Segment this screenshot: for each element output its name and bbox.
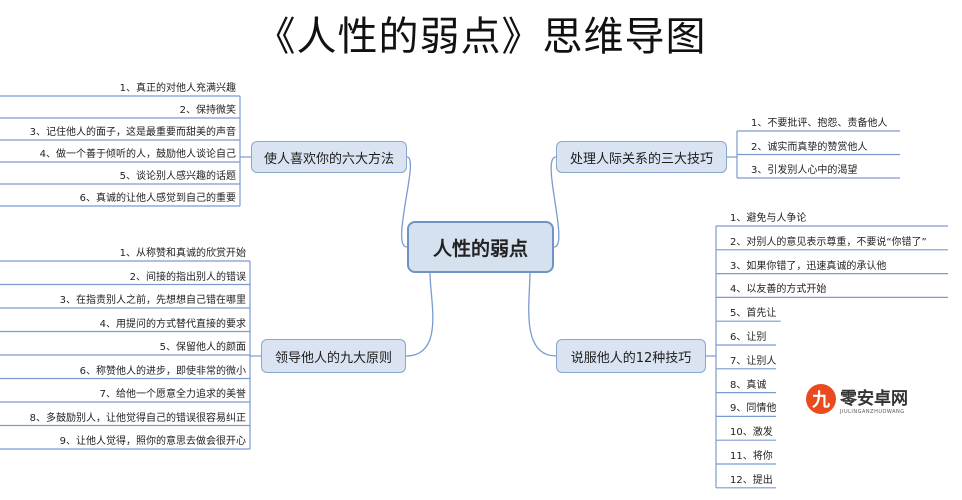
leaf-item: 4、做一个善于倾听的人，鼓励他人谈论自己 bbox=[39, 149, 236, 160]
leaf-item: 2、间接的指出别人的错误 bbox=[129, 271, 246, 283]
branch-bottom-right: 说服他人的12种技巧 bbox=[556, 339, 706, 373]
leaf-item: 5、谈论别人感兴趣的话题 bbox=[119, 171, 236, 182]
leaf-item: 6、让别 bbox=[730, 332, 767, 343]
watermark-text: 零安卓网 bbox=[840, 388, 908, 409]
branch-top-right: 处理人际关系的三大技巧 bbox=[556, 141, 727, 173]
leaf-item: 1、从称赞和真诚的欣赏开始 bbox=[119, 248, 246, 259]
leaf-item: 2、对别人的意见表示尊重，不要说“你错了” bbox=[730, 236, 927, 248]
branch-bottom-left: 领导他人的九大原则 bbox=[261, 339, 406, 373]
page-title: 《人性的弱点》思维导图 bbox=[255, 14, 707, 60]
leaf-item: 6、称赞他人的进步，即使非常的微小 bbox=[79, 365, 246, 377]
leaf-item: 2、保持微笑 bbox=[179, 105, 236, 116]
leaf-item: 3、引发别人心中的渴望 bbox=[751, 165, 858, 176]
watermark-logo-icon: 九 bbox=[806, 384, 836, 414]
leaf-item: 11、将你 bbox=[730, 451, 773, 462]
watermark: 九 零安卓网 JIULINGANZHUOWANG bbox=[806, 376, 928, 422]
leaf-item: 6、真诚的让他人感觉到自己的重要 bbox=[79, 193, 236, 204]
leaf-item: 5、首先让 bbox=[730, 308, 777, 320]
leaf-item: 3、如果你错了，迅速真诚的承认他 bbox=[730, 260, 887, 272]
leaf-item: 1、不要批评、抱怨、责备他人 bbox=[751, 118, 888, 129]
leaf-item: 7、让别人 bbox=[730, 355, 777, 367]
leaf-item: 3、记住他人的面子，这是最重要而甜美的声音 bbox=[29, 127, 236, 138]
leaf-item: 7、给他一个愿意全力追求的美誉 bbox=[99, 389, 246, 400]
leaf-item: 12、提出 bbox=[730, 474, 773, 486]
center-node: 人性的弱点 bbox=[407, 221, 554, 273]
leaf-item: 2、诚实而真挚的赞赏他人 bbox=[751, 141, 868, 153]
leaf-item: 8、多鼓励别人，让他觉得自己的错误很容易纠正 bbox=[29, 412, 246, 424]
leaf-item: 9、让他人觉得，照你的意思去做会很开心 bbox=[59, 436, 246, 447]
leaf-item: 1、避免与人争论 bbox=[730, 213, 807, 224]
leaf-item: 8、真诚 bbox=[730, 379, 767, 391]
leaf-item: 1、真正的对他人充满兴趣 bbox=[119, 83, 236, 94]
leaf-item: 4、用提问的方式替代直接的要求 bbox=[99, 318, 246, 330]
branch-top-left: 使人喜欢你的六大方法 bbox=[251, 141, 407, 173]
leaf-item: 4、以友善的方式开始 bbox=[730, 284, 827, 296]
leaf-item: 3、在指责别人之前，先想想自己错在哪里 bbox=[59, 295, 246, 306]
leaf-item: 9、同情他 bbox=[730, 403, 777, 415]
watermark-subtext: JIULINGANZHUOWANG bbox=[840, 408, 905, 415]
leaf-item: 5、保留他人的颜面 bbox=[159, 342, 246, 353]
leaf-item: 10、激发 bbox=[730, 427, 773, 439]
